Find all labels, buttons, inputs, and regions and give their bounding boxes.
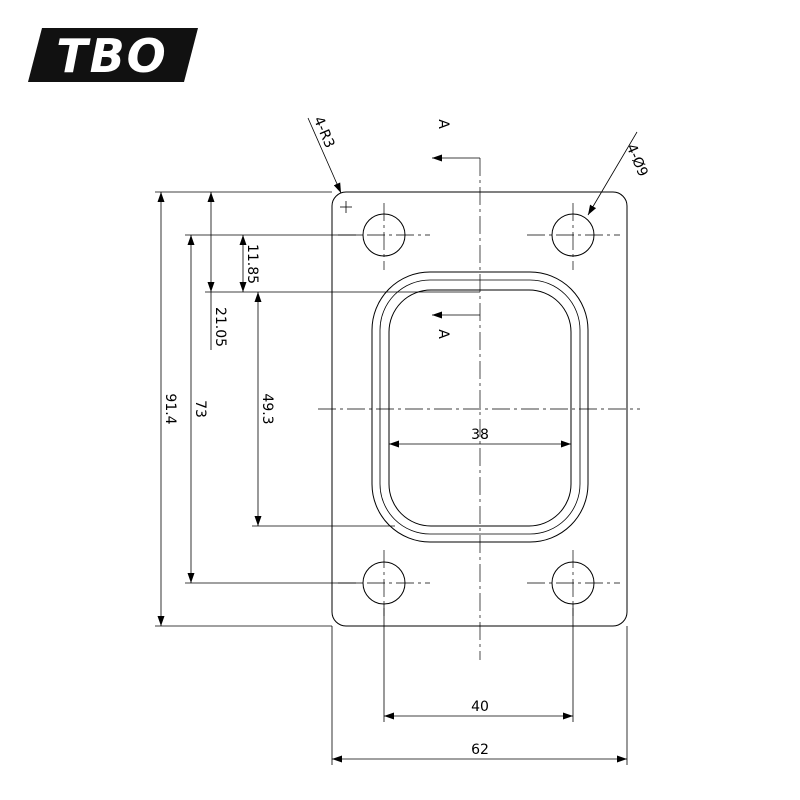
label-bolt-spacing-horizontal: 40 <box>471 699 489 715</box>
label-port-offset-top: 21.05 <box>212 307 228 347</box>
label-overall-height: 91.4 <box>162 393 178 424</box>
label-bolt-spacing-vertical: 73 <box>192 400 208 418</box>
corner-mark <box>340 201 352 213</box>
logo-background <box>28 28 198 82</box>
dimension-labels: 91.4 73 49.3 21.05 11.85 38 40 62 <box>162 244 489 758</box>
label-port-width: 38 <box>471 427 489 443</box>
label-bolt-to-port-offset: 11.85 <box>244 244 260 284</box>
section-markers: A A <box>432 119 480 339</box>
vertical-dimensions <box>157 192 262 626</box>
logo-text: TBO <box>56 29 168 83</box>
section-label-top: A <box>435 119 451 129</box>
callouts: 4-R3 4-Ø9 <box>307 114 651 216</box>
horizontal-dimensions <box>332 440 627 763</box>
leader-hole-diameter <box>587 131 638 216</box>
callout-hole-diameter: 4-Ø9 <box>623 142 651 179</box>
label-overall-width: 62 <box>471 742 489 758</box>
center-lines <box>318 158 640 660</box>
section-label-bottom: A <box>435 329 451 339</box>
leader-corner-radius <box>307 117 342 194</box>
tbo-logo: TBO <box>28 28 198 83</box>
label-port-height: 49.3 <box>259 393 275 424</box>
